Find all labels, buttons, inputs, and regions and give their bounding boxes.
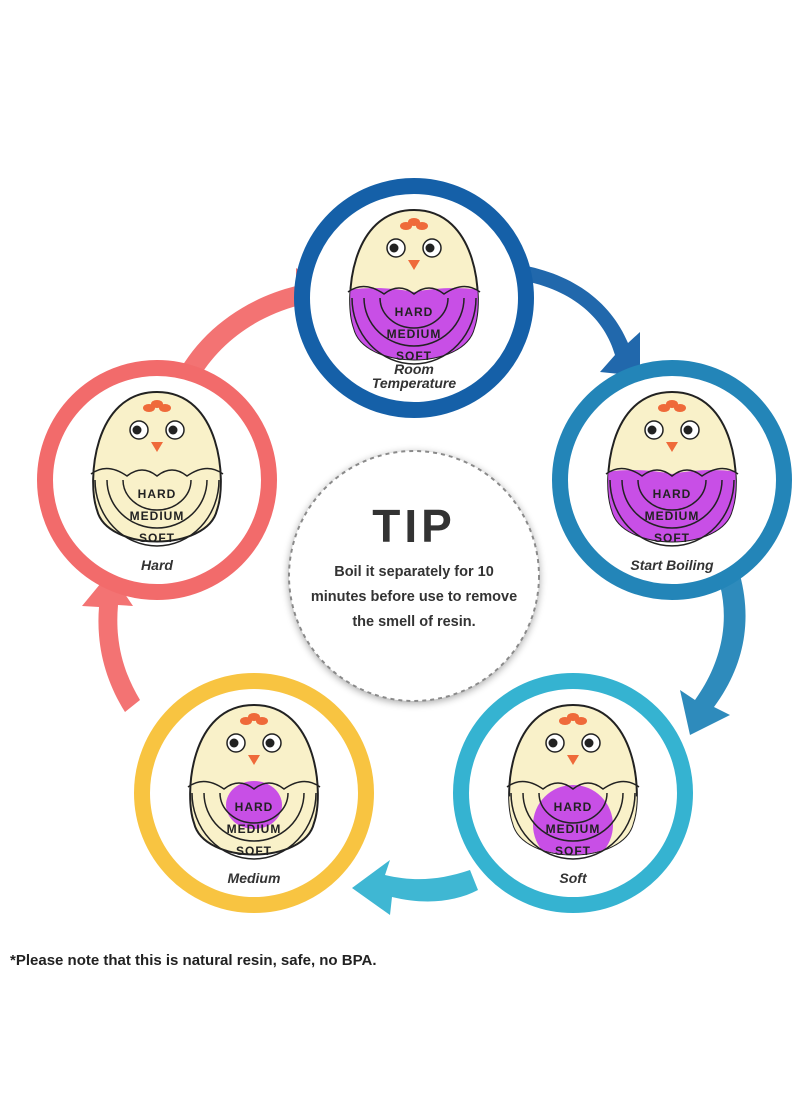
tip-title: TIP bbox=[372, 500, 456, 552]
level-arc bbox=[351, 297, 477, 365]
soft-label: SOFT bbox=[555, 844, 591, 858]
level-arc bbox=[522, 792, 624, 842]
egg-shell-line bbox=[347, 285, 481, 295]
comb-icon bbox=[400, 218, 428, 230]
level-arc bbox=[510, 792, 636, 860]
hard-label: HARD bbox=[138, 487, 177, 501]
stage-label: Hard bbox=[141, 557, 173, 573]
level-arc bbox=[621, 479, 723, 529]
tip-line-2: minutes before use to remove bbox=[311, 589, 517, 605]
stage-boiling: HARD MEDIUM SOFT Start Boiling bbox=[552, 360, 792, 600]
cycle-arrow bbox=[680, 575, 746, 735]
hard-label: HARD bbox=[554, 800, 593, 814]
color-indicator bbox=[226, 781, 282, 829]
egg-shell-line bbox=[506, 780, 640, 790]
stage-label: Medium bbox=[228, 870, 281, 886]
egg-shell-line bbox=[605, 467, 739, 477]
level-arc bbox=[637, 479, 707, 511]
hard-label: HARD bbox=[653, 487, 692, 501]
medium-label: MEDIUM bbox=[546, 822, 601, 836]
stage-soft: HARD MEDIUM SOFT Soft bbox=[453, 673, 693, 913]
footnote: *Please note that this is natural resin,… bbox=[10, 952, 377, 969]
stage-circles: HARDMEDIUMSOFTRoomTemperatureHARDMEDIUMS… bbox=[37, 178, 792, 913]
medium-label: MEDIUM bbox=[645, 509, 700, 523]
egg-shell-line bbox=[187, 780, 321, 790]
beak-icon bbox=[151, 442, 163, 452]
level-arc bbox=[538, 792, 608, 824]
soft-label: SOFT bbox=[236, 844, 272, 858]
beak-icon bbox=[666, 442, 678, 452]
egg-body bbox=[92, 390, 222, 543]
beak-icon bbox=[408, 260, 420, 270]
tip-line-3: the smell of resin. bbox=[352, 614, 475, 630]
stage-label: Room bbox=[394, 361, 434, 377]
level-arc bbox=[363, 297, 465, 347]
level-arc bbox=[609, 479, 735, 547]
level-arc bbox=[191, 792, 317, 860]
stage-hard: HARD MEDIUM SOFT Hard bbox=[37, 360, 277, 600]
egg-body bbox=[189, 703, 319, 856]
level-arc bbox=[94, 479, 220, 547]
soft-label: SOFT bbox=[139, 531, 175, 545]
tip-panel: TIP Boil it separately for 10 minutes be… bbox=[288, 450, 540, 702]
cycle-arrow bbox=[172, 268, 330, 395]
soft-label: SOFT bbox=[396, 349, 432, 363]
comb-icon bbox=[143, 400, 171, 412]
level-arc bbox=[203, 792, 305, 842]
egg-shell-line bbox=[90, 467, 224, 477]
hard-label: HARD bbox=[395, 305, 434, 319]
soft-label: SOFT bbox=[654, 531, 690, 545]
level-arc bbox=[379, 297, 449, 329]
comb-icon bbox=[240, 713, 268, 725]
stage-label: Soft bbox=[559, 870, 588, 886]
medium-label: MEDIUM bbox=[227, 822, 282, 836]
stage-label: Start Boiling bbox=[630, 557, 714, 573]
indicator-fill bbox=[226, 781, 282, 829]
level-arc bbox=[106, 479, 208, 529]
medium-label: MEDIUM bbox=[130, 509, 185, 523]
stage-medium: HARD MEDIUM SOFT Medium bbox=[134, 673, 374, 913]
stage-label: Temperature bbox=[372, 375, 457, 391]
indicator-fill bbox=[533, 785, 613, 855]
tip-circle bbox=[288, 450, 540, 702]
level-arc bbox=[219, 792, 289, 824]
comb-icon bbox=[559, 713, 587, 725]
level-arc bbox=[122, 479, 192, 511]
medium-label: MEDIUM bbox=[387, 327, 442, 341]
cycle-arrow bbox=[352, 860, 478, 915]
beak-icon bbox=[248, 755, 260, 765]
tip-line-1: Boil it separately for 10 bbox=[334, 564, 494, 580]
cycle-arrow bbox=[82, 572, 140, 712]
hard-label: HARD bbox=[235, 800, 274, 814]
beak-icon bbox=[567, 755, 579, 765]
comb-icon bbox=[658, 400, 686, 412]
cycle-arrow bbox=[515, 264, 640, 376]
